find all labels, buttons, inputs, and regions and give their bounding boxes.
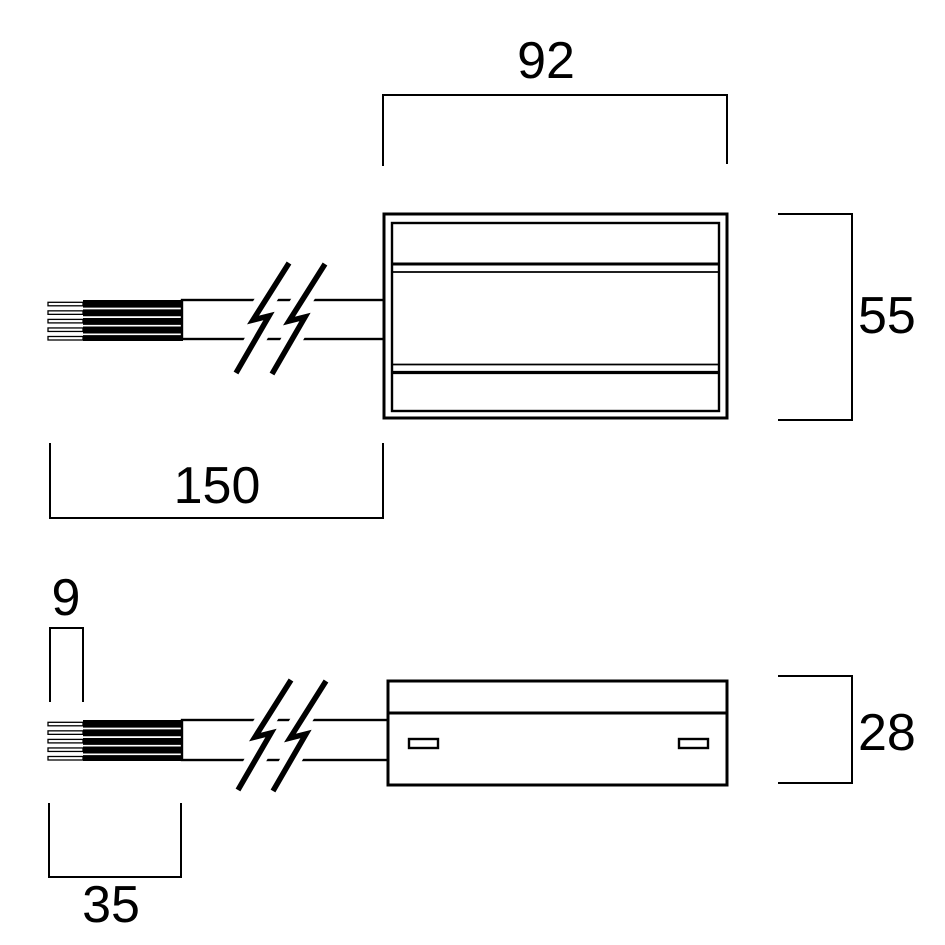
- device-outline: [386, 679, 729, 787]
- device-body-side: [386, 679, 729, 787]
- dim-side-height: 28: [778, 675, 916, 784]
- device-inner-outline: [390, 221, 721, 413]
- dim-body-width-label: 92: [517, 32, 575, 90]
- dim-side-height-label: 28: [858, 704, 916, 762]
- dim-strip-length-bracket: [48, 803, 182, 878]
- side-view: 9 28 35: [47, 569, 916, 934]
- wire-tip: [47, 327, 84, 333]
- dim-body-width: 92: [382, 32, 728, 166]
- dim-body-height: 55: [778, 213, 916, 421]
- cable-bundle-gaps: [83, 727, 183, 756]
- wire-tip: [47, 318, 84, 324]
- cable-bundle: [83, 720, 183, 761]
- break-bolt: [235, 678, 294, 792]
- top-view: 92 55 150: [47, 32, 916, 519]
- wire-tips: [47, 721, 84, 761]
- mounting-slot: [407, 737, 440, 750]
- wire-tip: [47, 335, 84, 341]
- device-body-top: [382, 212, 729, 420]
- cable-bundle-gaps: [83, 307, 183, 336]
- wire-tip: [47, 730, 84, 735]
- dim-body-width-bracket: [382, 94, 728, 166]
- dim-strip-length-label: 35: [82, 876, 140, 934]
- dim-cable-length-label: 150: [174, 457, 261, 515]
- dim-wire-tip-width-bracket: [49, 627, 84, 702]
- dim-strip-length: 35: [48, 803, 182, 934]
- break-bolt: [270, 679, 329, 793]
- break-bolt: [269, 262, 328, 376]
- cable-break-icon: [229, 674, 335, 797]
- wire-tip: [47, 738, 84, 744]
- mounting-slot: [677, 737, 710, 750]
- wire-tip: [47, 301, 84, 307]
- wire-tip: [47, 310, 84, 316]
- dim-wire-tip-width: 9: [49, 569, 84, 702]
- wire-tip: [47, 755, 84, 761]
- wire-tip: [47, 721, 84, 727]
- break-bolt: [233, 261, 292, 375]
- wire-tips: [47, 301, 84, 341]
- cable-bundle: [83, 300, 183, 341]
- dim-side-height-bracket: [778, 675, 853, 784]
- dim-wire-tip-width-label: 9: [52, 569, 81, 627]
- dim-body-height-label: 55: [858, 287, 916, 345]
- cable-break-icon: [227, 257, 334, 380]
- device-outline: [382, 212, 729, 420]
- dim-cable-length-bracket: [49, 443, 384, 519]
- dim-cable-length: 150: [49, 443, 384, 519]
- wire-tip: [47, 747, 84, 753]
- dim-body-height-bracket: [778, 213, 853, 421]
